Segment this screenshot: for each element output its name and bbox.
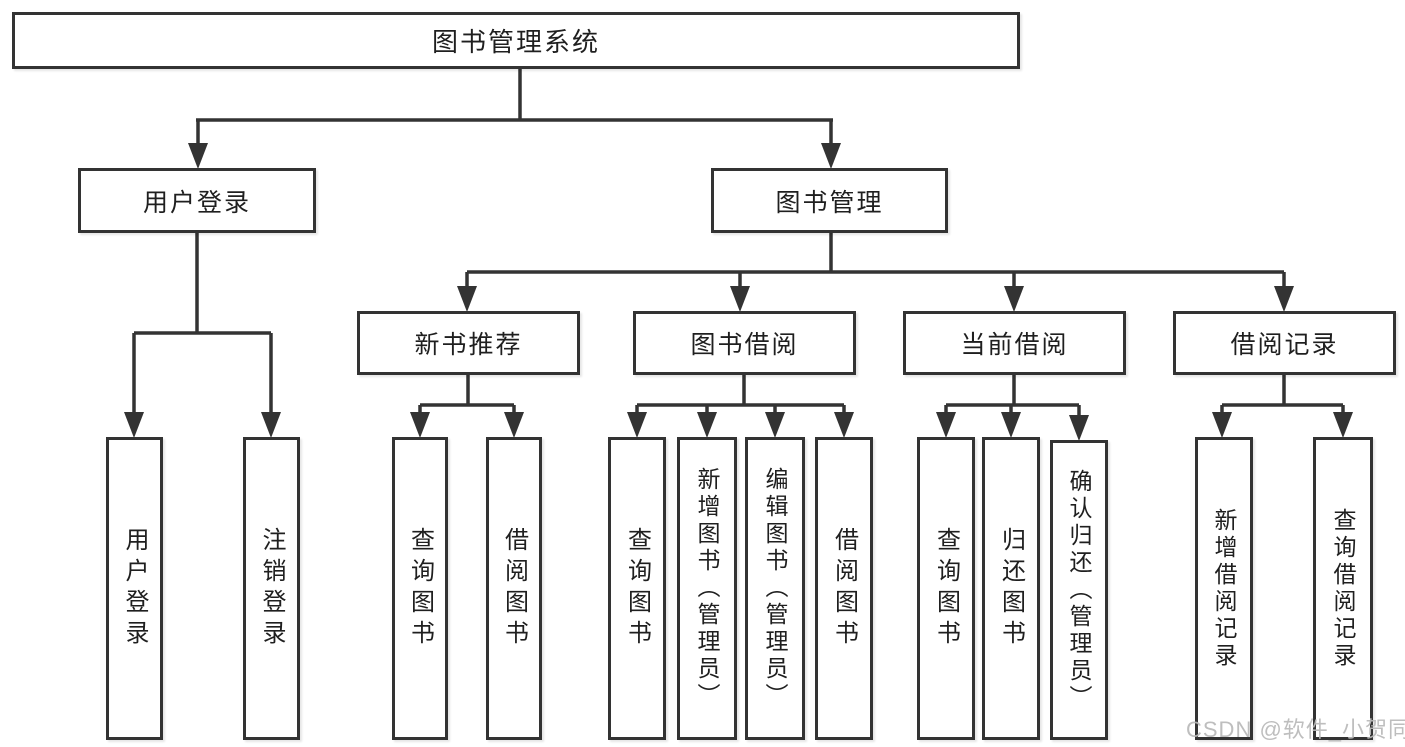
- node-confirm-return-admin: 确认归还（管理员）: [1050, 440, 1108, 740]
- node-label: 图书借阅: [690, 331, 799, 359]
- node-book-management: 图书管理: [711, 168, 948, 233]
- node-label: 新增借阅记录: [1211, 507, 1237, 670]
- node-label: 新增图书（管理员）: [694, 467, 720, 710]
- node-book-borrow: 图书借阅: [633, 311, 856, 375]
- csdn-watermark: CSDN @软件_小贺同学: [1186, 717, 1405, 742]
- node-new-book-recommend: 新书推荐: [357, 311, 580, 375]
- node-edit-books-admin: 编辑图书（管理员）: [745, 437, 805, 740]
- node-root-system: 图书管理系统: [12, 12, 1020, 69]
- node-borrow-records: 借阅记录: [1173, 311, 1396, 375]
- node-add-books-admin: 新增图书（管理员）: [677, 437, 737, 740]
- node-label: 图书管理: [775, 188, 884, 217]
- node-borrow-books: 借阅图书: [815, 437, 873, 740]
- node-label: 查询图书: [623, 526, 651, 651]
- node-query-books: 查询图书: [392, 437, 448, 740]
- node-query-books: 查询图书: [917, 437, 975, 740]
- node-label: 编辑图书（管理员）: [762, 467, 788, 710]
- node-borrow-books: 借阅图书: [486, 437, 542, 740]
- node-user-login-action: 用户登录: [106, 437, 163, 740]
- node-logout-action: 注销登录: [243, 437, 300, 740]
- node-label: 借阅图书: [830, 526, 858, 651]
- node-label: 注销登录: [258, 526, 285, 651]
- node-label: 图书管理系统: [431, 27, 600, 57]
- node-query-borrow-record: 查询借阅记录: [1313, 437, 1373, 740]
- node-current-borrow: 当前借阅: [903, 311, 1126, 375]
- node-label: 查询借阅记录: [1330, 507, 1356, 670]
- node-label: 新书推荐: [414, 331, 523, 359]
- node-label: 借阅图书: [500, 526, 528, 651]
- node-label: 当前借阅: [960, 331, 1069, 359]
- node-label: 查询图书: [932, 526, 960, 651]
- node-label: 确认归还（管理员）: [1066, 468, 1092, 712]
- node-user-login: 用户登录: [78, 168, 316, 233]
- node-label: 借阅记录: [1230, 331, 1339, 359]
- node-label: 用户登录: [121, 526, 148, 651]
- node-return-books: 归还图书: [982, 437, 1040, 740]
- node-label: 查询图书: [406, 526, 434, 651]
- node-label: 用户登录: [142, 188, 251, 217]
- node-query-books: 查询图书: [608, 437, 666, 740]
- node-add-borrow-record: 新增借阅记录: [1195, 437, 1253, 740]
- node-label: 归还图书: [997, 526, 1025, 651]
